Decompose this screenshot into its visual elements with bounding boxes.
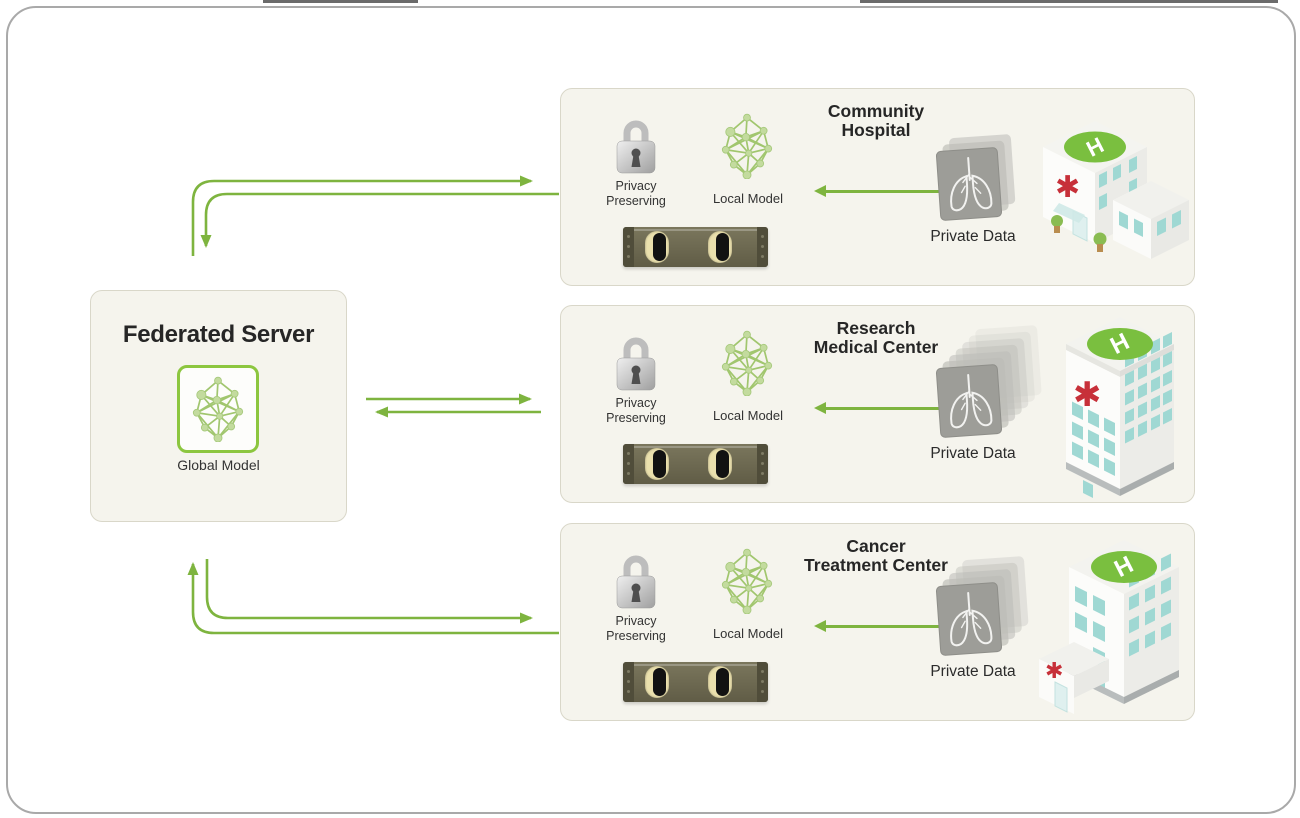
private-data-label: Private Data	[930, 445, 1016, 462]
title-line1: Community	[827, 101, 925, 121]
lung-scan-stack-icon	[935, 133, 1016, 222]
rack-server-illustration	[623, 444, 768, 484]
rack-handle	[645, 666, 669, 698]
local-model-label: Local Model	[712, 408, 784, 423]
medical-cross-icon: ✱	[1055, 170, 1080, 205]
hospital-building-icon: H ✱	[1066, 317, 1174, 498]
rack-server-illustration	[623, 662, 768, 702]
rack-rail	[623, 227, 634, 267]
neural-network-icon	[721, 330, 773, 396]
neural-network-icon	[721, 113, 773, 179]
lung-scan-stack-icon	[935, 556, 1029, 657]
rack-highlight	[634, 446, 757, 448]
helipad-icon	[1064, 131, 1126, 163]
global-model-label: Global Model	[177, 457, 260, 473]
hospital-building-icon: H ✱	[1039, 540, 1179, 714]
privacy-line2: Preserving	[606, 629, 666, 643]
privacy-preserving-label: Privacy Preserving	[576, 179, 696, 209]
rack-highlight	[634, 229, 757, 231]
rack-rail	[623, 444, 634, 484]
local-model-label: Local Model	[712, 191, 784, 206]
padlock-icon	[614, 550, 658, 610]
top-edge-artifact	[263, 0, 418, 3]
padlock-icon	[614, 332, 658, 392]
title-line1: Research	[836, 318, 916, 338]
window-grid	[1072, 401, 1115, 476]
helipad-icon	[1087, 328, 1153, 360]
federated-server-title: Federated Server	[122, 321, 315, 348]
institution-title: Cancer Treatment Center	[716, 537, 1036, 575]
institution-panel-research-medical-center: Research Medical Center Privacy Preservi…	[560, 305, 1195, 503]
medical-cross-icon: ✱	[1073, 375, 1102, 415]
title-line2: Treatment Center	[804, 555, 948, 575]
padlock-icon	[614, 115, 658, 175]
top-edge-artifact	[860, 0, 1278, 3]
tree-icon	[1093, 232, 1107, 246]
helipad-icon	[1091, 551, 1157, 583]
medical-cross-icon: ✱	[1045, 659, 1063, 684]
lung-scan-stack-icon	[935, 325, 1042, 439]
institution-title: Community Hospital	[716, 102, 1036, 140]
privacy-preserving-label: Privacy Preserving	[576, 614, 696, 644]
window-grid	[1099, 156, 1137, 210]
rack-server-illustration	[623, 227, 768, 267]
federated-server-box: Federated Server Global Model	[90, 290, 347, 522]
rack-handle	[708, 231, 732, 263]
window-grid	[1125, 332, 1172, 444]
privacy-line1: Privacy	[615, 614, 657, 628]
rack-handle	[645, 448, 669, 480]
data-flow-arrow	[814, 402, 939, 414]
title-line2: Hospital	[841, 120, 911, 140]
rack-highlight	[634, 664, 757, 666]
privacy-line1: Privacy	[615, 396, 657, 410]
privacy-line2: Preserving	[606, 411, 666, 425]
global-model-box	[177, 365, 259, 453]
title-line2: Medical Center	[813, 337, 939, 357]
tree-icon	[1051, 215, 1063, 227]
entrance-awning	[1053, 203, 1085, 223]
rack-handle	[708, 448, 732, 480]
institution-title: Research Medical Center	[716, 319, 1036, 357]
entrance-door	[1054, 681, 1068, 713]
private-data-label: Private Data	[930, 663, 1016, 680]
private-data-label: Private Data	[930, 228, 1016, 245]
rack-rail	[757, 662, 768, 702]
rack-handle	[645, 231, 669, 263]
rack-handle	[708, 666, 732, 698]
neural-network-icon	[721, 548, 773, 614]
institution-panel-cancer-treatment-center: Cancer Treatment Center Privacy Preservi…	[560, 523, 1195, 721]
data-flow-arrow	[814, 620, 939, 632]
institution-panel-community-hospital: Community Hospital Privacy Preserving Lo…	[560, 88, 1195, 286]
lung-scan-icon	[935, 146, 1003, 222]
title-line1: Cancer	[846, 536, 906, 556]
privacy-line1: Privacy	[615, 179, 657, 193]
rack-rail	[757, 444, 768, 484]
hospital-building-icon: H ✱	[1043, 121, 1189, 259]
lung-scan-icon	[935, 581, 1003, 657]
rack-rail	[757, 227, 768, 267]
rack-rail	[623, 662, 634, 702]
privacy-line2: Preserving	[606, 194, 666, 208]
neural-network-icon	[192, 376, 244, 442]
lung-scan-icon	[935, 363, 1003, 439]
local-model-label: Local Model	[712, 626, 784, 641]
privacy-preserving-label: Privacy Preserving	[576, 396, 696, 426]
data-flow-arrow	[814, 185, 939, 197]
